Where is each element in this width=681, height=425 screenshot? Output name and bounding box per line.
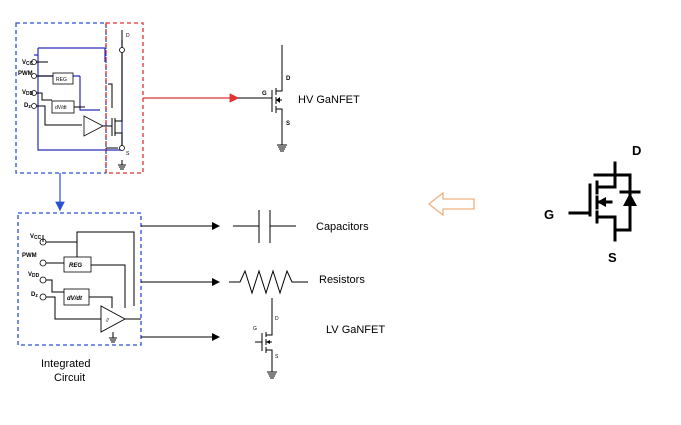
lv-ganfet-label: LV GaNFET	[326, 324, 385, 336]
top-driver-triangle	[83, 115, 104, 137]
resistor-symbol	[229, 269, 308, 295]
top-vdd-label: VDD	[22, 90, 34, 97]
hv-ganfet-symbol: D G S	[238, 45, 291, 152]
top-pwm-label: PWM	[18, 71, 33, 77]
integrated-label-line1: Integrated	[41, 358, 91, 370]
top-dz-label: Dz	[24, 103, 31, 110]
top-combined-circuit: VCC PWM VDD Dz REG dV/dt D S	[15, 22, 144, 174]
lv-s-label: S	[275, 354, 279, 360]
top-s-label: S	[126, 151, 130, 157]
top-reg-label: REG	[56, 77, 67, 83]
top-d-label: D	[126, 33, 130, 39]
bot-reg-block	[63, 256, 92, 273]
big-ganfet-symbol	[568, 161, 641, 242]
bottom-ic-dashed-box	[17, 212, 142, 346]
hv-d-label: D	[286, 76, 291, 82]
hv-g-label: G	[262, 91, 267, 97]
big-s-label: S	[608, 250, 617, 265]
top-vcc-label: VCC	[22, 60, 34, 67]
lv-g-label: G	[253, 326, 257, 332]
bot-vdd-label: VDD	[28, 272, 40, 279]
top-dvdt-label: dV/dt	[55, 105, 67, 111]
bot-vcc-label: VCC	[30, 234, 42, 241]
bot-reg-label: REG	[69, 263, 82, 269]
orange-hollow-arrow	[427, 191, 475, 217]
hv-s-label: S	[286, 121, 290, 127]
top-ic-dashed-box	[15, 22, 107, 174]
bot-dz-label: Dz	[31, 292, 38, 299]
lv-ganfet-symbol: D G S	[253, 298, 279, 379]
big-d-label: D	[632, 143, 641, 158]
big-g-label: G	[544, 207, 554, 222]
bot-driver-mark: //	[105, 318, 109, 324]
integrated-label-line2: Circuit	[54, 372, 85, 384]
capacitors-label: Capacitors	[316, 221, 369, 233]
lv-d-label: D	[275, 316, 279, 322]
top-reg-block	[52, 72, 74, 85]
bot-pwm-label: PWM	[22, 253, 37, 259]
bottom-ic: VCC PWM VDD Dz REG dV/dt //	[17, 212, 142, 346]
hv-ganfet-label: HV GaNFET	[298, 94, 360, 106]
capacitor-symbol	[233, 210, 296, 243]
resistors-label: Resistors	[319, 274, 365, 286]
bot-dvdt-block	[63, 288, 90, 306]
bot-driver-triangle	[100, 305, 126, 333]
bot-dvdt-label: dV/dt	[67, 296, 83, 302]
